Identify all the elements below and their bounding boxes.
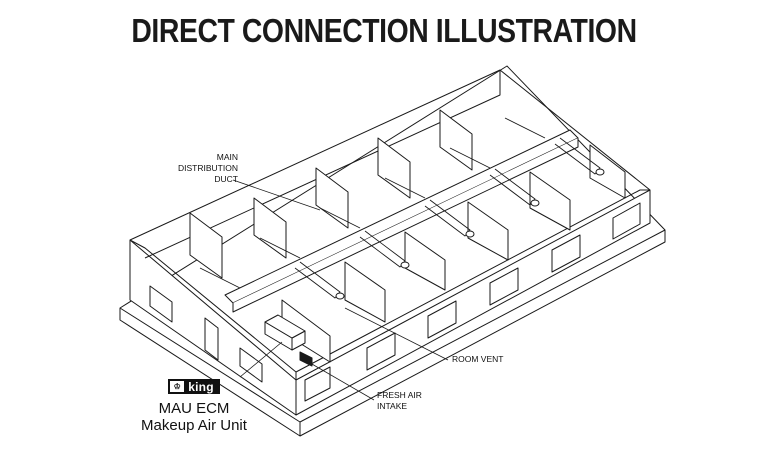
main-duct xyxy=(224,129,579,313)
callout-line: MAIN xyxy=(216,152,238,162)
partitions-front xyxy=(281,144,626,363)
callout-line: DISTRIBUTION xyxy=(178,163,238,173)
product-name: Makeup Air Unit xyxy=(141,417,247,434)
makeup-air-unit xyxy=(264,314,306,351)
logo-text: king xyxy=(188,379,214,394)
page-title: DIRECT CONNECTION ILLUSTRATION xyxy=(131,12,637,49)
callout-line: FRESH AIR xyxy=(377,390,422,400)
brand-logo: ♔ king xyxy=(168,379,220,394)
callout-main-distribution-duct: MAIN DISTRIBUTION DUCT xyxy=(178,152,238,185)
windows-right xyxy=(304,202,641,402)
leader-lines xyxy=(232,179,449,401)
room-vents xyxy=(335,168,605,300)
callout-room-vent: ROOM VENT xyxy=(452,354,504,364)
partitions-back xyxy=(189,109,473,279)
crown-icon: ♔ xyxy=(170,381,185,392)
callout-line: INTAKE xyxy=(377,401,408,411)
callout-line: DUCT xyxy=(214,174,238,184)
product-label: ♔ king MAU ECM Makeup Air Unit xyxy=(135,376,253,434)
door xyxy=(204,317,219,361)
product-model: MAU ECM xyxy=(158,400,230,417)
callout-fresh-air-intake: FRESH AIR INTAKE xyxy=(377,390,422,412)
back-wall-right xyxy=(499,69,651,191)
windows-left xyxy=(149,285,263,383)
